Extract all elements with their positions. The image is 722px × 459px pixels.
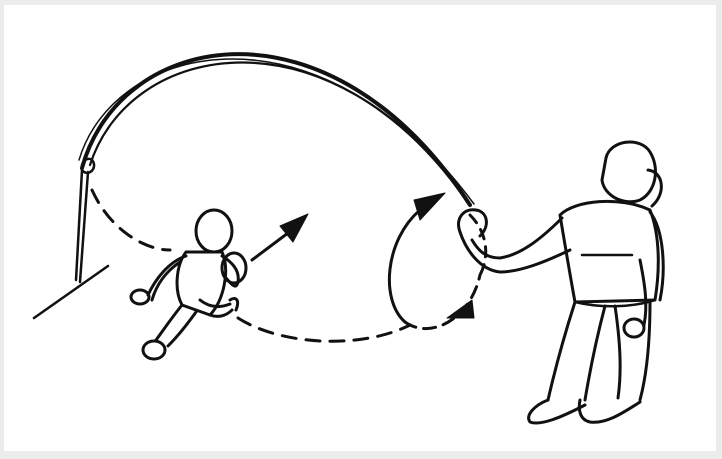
- rope-dashed-arc-icon: [92, 190, 410, 341]
- turner-icon: [459, 142, 664, 423]
- rope-arc-icon: [79, 54, 474, 205]
- runner-icon: [131, 210, 246, 359]
- rotation-arrows-icon: [389, 193, 485, 329]
- rope-anchor-icon: [34, 159, 108, 318]
- direction-arrow-icon: [252, 214, 308, 260]
